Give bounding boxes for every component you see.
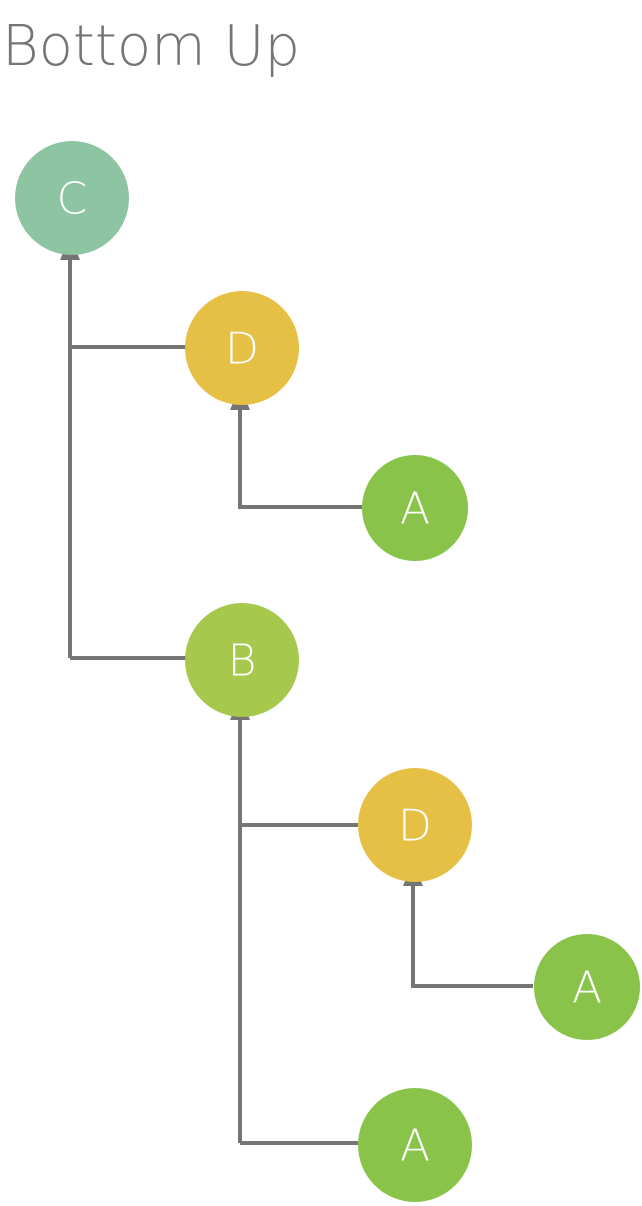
diagram-title: Bottom Up (2, 14, 300, 79)
node-d-lower-label: D (398, 801, 432, 852)
node-a-middle-label: A (572, 963, 602, 1014)
edge-a1-to-d1 (230, 386, 362, 509)
node-a-upper-label: A (400, 484, 430, 535)
node-b-label: B (228, 636, 257, 687)
node-a-lower-label: A (400, 1121, 430, 1172)
node-a-lower: A (358, 1088, 472, 1202)
node-c: C (15, 141, 129, 255)
node-a-upper: A (362, 455, 468, 561)
node-d-upper: D (185, 291, 299, 405)
node-b: B (185, 603, 299, 717)
node-a-upper-circle (362, 455, 468, 561)
node-d-lower: D (358, 768, 472, 882)
node-c-circle (15, 141, 129, 255)
edge-a2-to-d2 (403, 862, 533, 988)
node-a-middle: A (534, 934, 640, 1040)
node-a-middle-circle (534, 934, 640, 1040)
node-c-label: C (57, 174, 88, 225)
node-d-lower-circle (358, 768, 472, 882)
edges (60, 236, 533, 1145)
node-d-upper-circle (185, 291, 299, 405)
node-b-circle (185, 603, 299, 717)
node-d-upper-label: D (225, 324, 259, 375)
node-a-lower-circle (358, 1088, 472, 1202)
